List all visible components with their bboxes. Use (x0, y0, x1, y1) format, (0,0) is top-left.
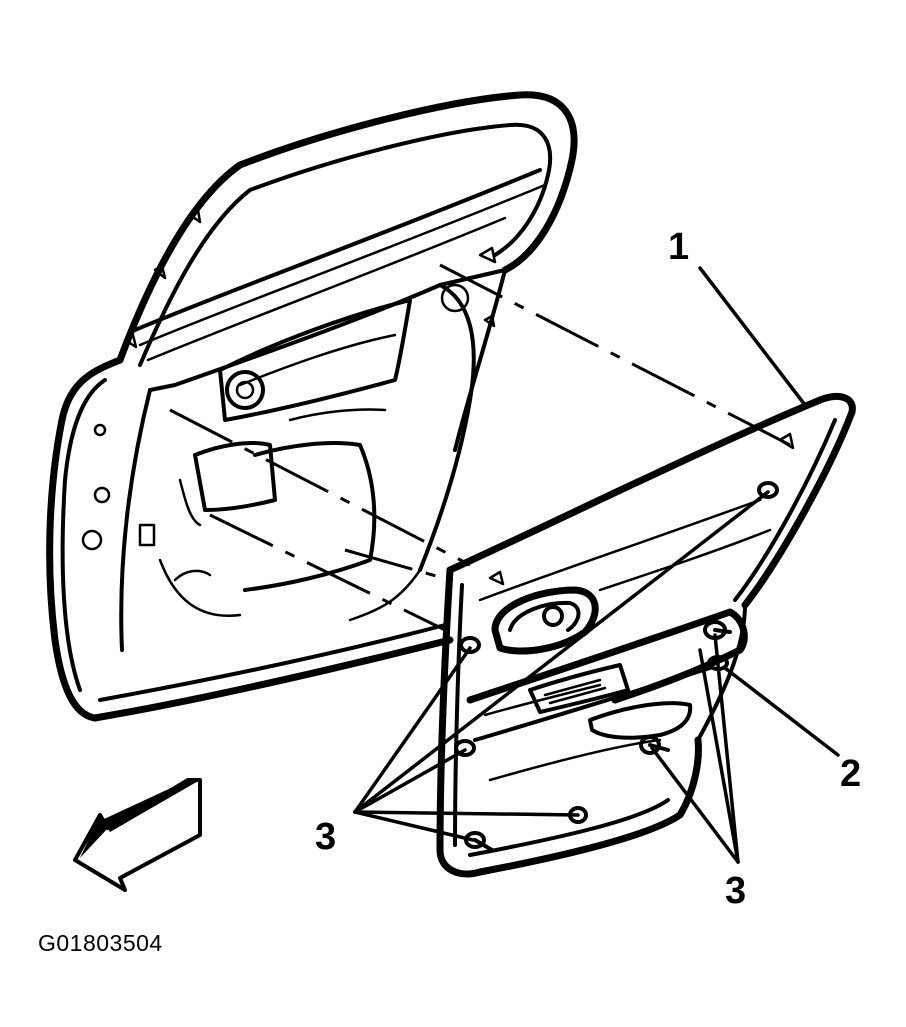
alignment-lines (169, 263, 791, 632)
figure-id: G01803504 (38, 930, 163, 956)
callout-1-label: 1 (668, 226, 690, 268)
callout-3-left-label: 3 (315, 816, 337, 858)
door-trim-panel (436, 393, 856, 878)
door-frame (46, 91, 578, 722)
front-arrow-icon (73, 778, 202, 892)
callout-leaders (353, 266, 840, 864)
callout-2-label: 2 (840, 753, 862, 795)
callout-3-right-label: 3 (725, 870, 747, 912)
